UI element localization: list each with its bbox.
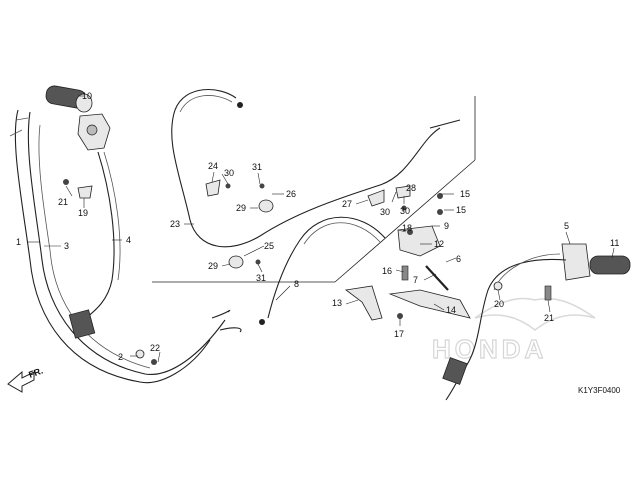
callout-23: 23	[170, 219, 180, 229]
clutch-lever-assembly	[344, 193, 471, 321]
callouts: 1 2 3 4 5 6 7 8 9 10 11 12 13 14 15 15 1…	[16, 91, 619, 362]
callout-2: 2	[118, 352, 123, 362]
callout-7: 7	[413, 275, 418, 285]
choke-cables	[135, 309, 242, 365]
callout-17: 17	[394, 329, 404, 339]
section-divider	[152, 96, 476, 283]
callout-28: 28	[406, 183, 416, 193]
callout-30a: 30	[224, 168, 234, 178]
callout-14: 14	[446, 305, 456, 315]
callout-15b: 15	[456, 205, 466, 215]
callout-25: 25	[264, 241, 274, 251]
callout-13: 13	[332, 298, 342, 308]
callout-9: 9	[444, 221, 449, 231]
callout-31a: 31	[252, 162, 262, 172]
callout-30c: 30	[400, 206, 410, 216]
callout-21a: 21	[58, 197, 68, 207]
callout-19: 19	[78, 208, 88, 218]
callout-29a: 29	[236, 203, 246, 213]
callout-31b: 31	[256, 273, 266, 283]
callout-21b: 21	[544, 313, 554, 323]
callout-18: 18	[402, 223, 412, 233]
callout-16: 16	[382, 266, 392, 276]
callout-10: 10	[82, 91, 92, 101]
callout-24: 24	[208, 161, 218, 171]
callout-8: 8	[294, 279, 299, 289]
throttle-assembly	[9, 85, 226, 384]
callout-15a: 15	[460, 189, 470, 199]
callout-29b: 29	[208, 261, 218, 271]
callout-3: 3	[64, 241, 69, 251]
callout-5: 5	[564, 221, 569, 231]
rear-brake-cable	[171, 89, 461, 269]
callout-22: 22	[150, 343, 160, 353]
front-direction-arrow: FR.	[7, 366, 44, 393]
callout-20: 20	[494, 299, 504, 309]
callout-12: 12	[434, 239, 444, 249]
front-label: FR.	[27, 366, 44, 380]
diagram-code: K1Y3F0400	[578, 386, 621, 395]
callout-30b: 30	[380, 207, 390, 217]
leader-lines	[28, 95, 615, 363]
right-switch-assembly	[442, 243, 631, 401]
callout-1: 1	[16, 237, 21, 247]
callout-11: 11	[610, 238, 619, 248]
callout-27: 27	[342, 199, 352, 209]
callout-6: 6	[456, 254, 461, 264]
clutch-cable	[259, 185, 411, 325]
callout-4: 4	[126, 235, 131, 245]
callout-26: 26	[286, 189, 296, 199]
